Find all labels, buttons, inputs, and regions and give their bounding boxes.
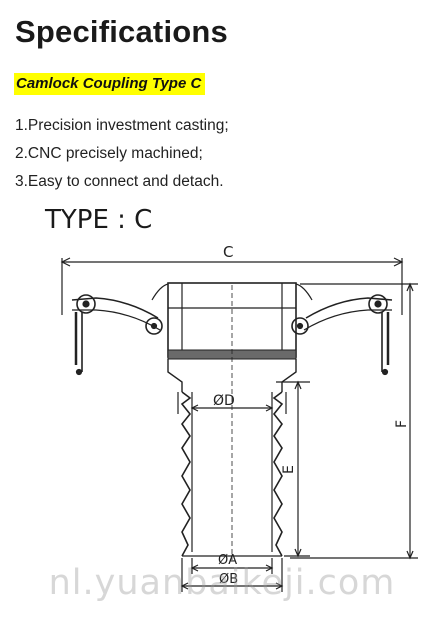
technical-drawing: TYPE : C: [44, 205, 418, 592]
dimension-c-label: C: [223, 243, 233, 261]
watermark: nl.yuanbaikeji.com: [48, 563, 396, 603]
feature-item: 1.Precision investment casting;: [15, 117, 229, 134]
feature-item: 3.Easy to connect and detach.: [15, 173, 224, 190]
dimension-e-label: E: [281, 465, 297, 474]
type-label: TYPE : C: [44, 205, 152, 235]
feature-list: 1.Precision investment casting; 2.CNC pr…: [15, 112, 229, 196]
dimension-b-label: ØB: [219, 572, 238, 587]
page-title: Specifications: [15, 14, 228, 49]
feature-item: 2.CNC precisely machined;: [15, 145, 203, 162]
product-name-highlight: Camlock Coupling Type C: [14, 73, 206, 95]
dimension-f-label: F: [394, 420, 410, 428]
dimension-a-label: ØA: [218, 553, 237, 568]
dimension-d-label: ØD: [213, 393, 235, 409]
